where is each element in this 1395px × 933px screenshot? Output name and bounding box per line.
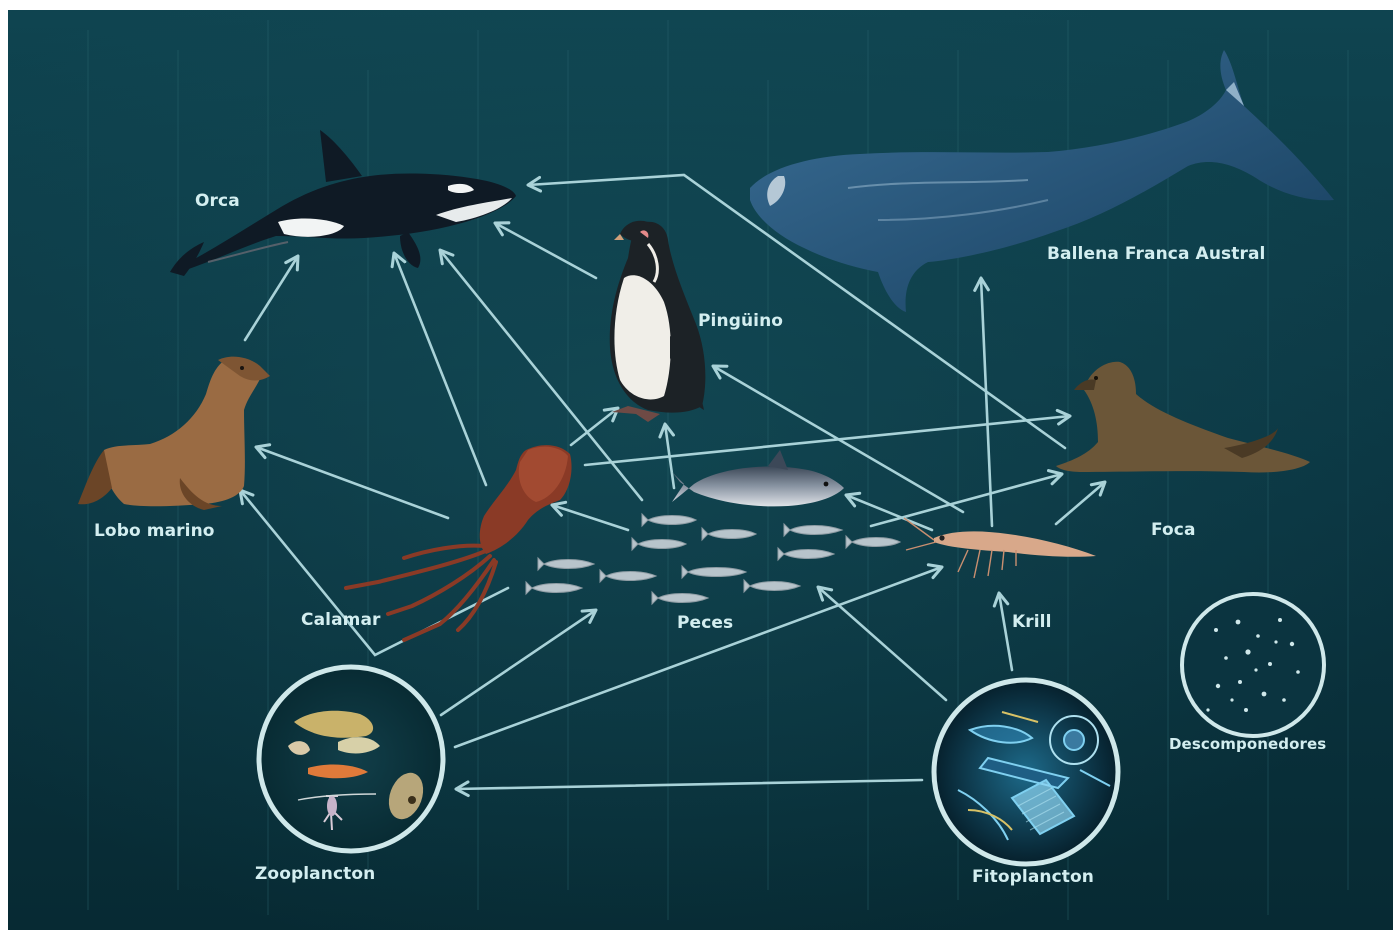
decomposers-icon <box>1182 594 1324 736</box>
phytoplankton-icon <box>934 680 1118 864</box>
label-lobo: Lobo marino <box>94 521 215 541</box>
label-peces: Peces <box>677 613 733 633</box>
food-web-canvas <box>8 10 1393 930</box>
label-zooplancton: Zooplancton <box>255 864 375 884</box>
label-pinguino: Pingüino <box>698 311 783 331</box>
zooplankton-icon <box>259 667 443 851</box>
label-orca: Orca <box>195 191 240 211</box>
label-calamar: Calamar <box>301 610 381 630</box>
label-foca: Foca <box>1151 520 1196 540</box>
food-web-diagram: Orca Ballena Franca Austral Pingüino Lob… <box>8 10 1393 930</box>
label-ballena: Ballena Franca Austral <box>1047 244 1265 264</box>
label-fitoplancton: Fitoplancton <box>972 867 1094 887</box>
label-krill: Krill <box>1012 612 1052 632</box>
label-descomponedores: Descomponedores <box>1169 735 1326 753</box>
